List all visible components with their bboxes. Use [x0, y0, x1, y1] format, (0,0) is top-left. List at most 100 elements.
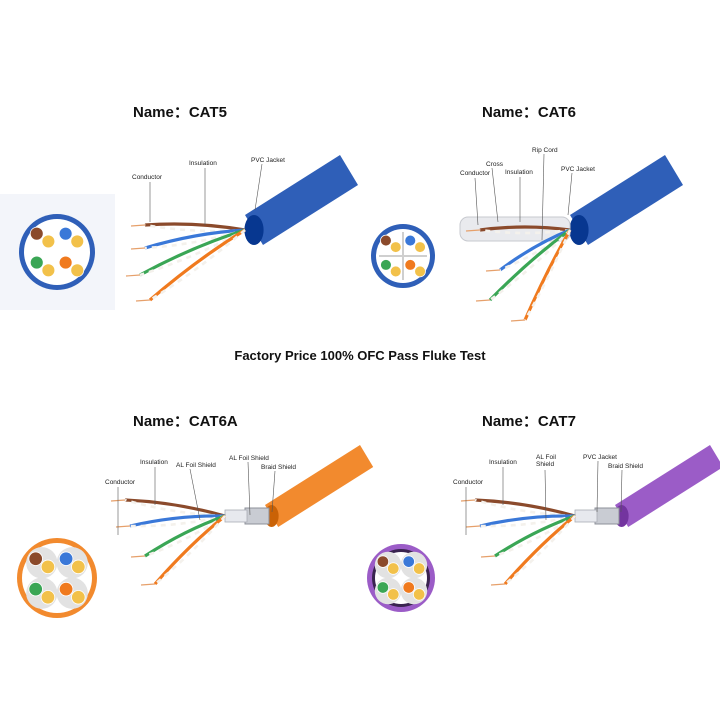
pair-wire	[387, 588, 400, 601]
pair-wire	[40, 590, 56, 605]
leader-line	[544, 469, 547, 521]
copper-conductor	[490, 583, 506, 586]
cat6-label-rip-cord: Rip Cord	[532, 147, 558, 154]
cat5-label-insulation: Insulation	[189, 160, 217, 167]
cat6a-label-conductor: Conductor	[105, 479, 135, 486]
pair-wire	[41, 263, 56, 278]
copper-conductor	[480, 555, 496, 558]
headline: Factory Price 100% OFC Pass Fluke Test	[234, 348, 486, 363]
pair-wire	[58, 255, 73, 270]
leader-line	[271, 470, 276, 513]
cat6-label-pvc-jacket: PVC Jacket	[561, 166, 595, 173]
twisted-pair	[144, 222, 246, 232]
twisted-pair-white	[479, 228, 571, 235]
copper-conductor	[130, 555, 146, 558]
pair-wire	[58, 581, 74, 597]
copper-conductor	[460, 499, 476, 502]
cat5-label-pvc-jacket: PVC Jacket	[251, 157, 285, 164]
cat5-title: Name：CAT5	[133, 104, 227, 121]
pair-wire	[402, 555, 415, 568]
leader-line	[247, 461, 251, 516]
twisted-pair	[503, 514, 576, 586]
pair-wire	[71, 590, 86, 605]
cat7-label-insulation: Insulation	[489, 459, 517, 466]
pair-wire	[29, 255, 44, 270]
twisted-pair	[148, 228, 246, 302]
leader-line	[189, 468, 201, 521]
copper-conductor	[485, 269, 501, 272]
cat6-label-cross: Cross	[486, 161, 503, 168]
leader-line	[541, 153, 545, 241]
foil-shield	[224, 509, 248, 523]
pair-wire	[71, 559, 86, 575]
copper-conductor	[135, 299, 151, 302]
pair-wire	[58, 551, 74, 566]
twisted-pair	[124, 498, 226, 518]
copper-conductor	[475, 299, 491, 302]
twisted-pair-white	[499, 228, 571, 272]
pair-wire	[28, 551, 43, 566]
cat6-label-insulation: Insulation	[505, 169, 533, 176]
pair-wire	[402, 581, 415, 594]
cable-jacket	[245, 155, 358, 245]
copper-conductor	[130, 224, 146, 227]
pair-wire	[40, 559, 56, 575]
braid-shield	[594, 507, 620, 525]
leader-line	[254, 163, 263, 211]
cat6a-label-al-foil-shield-1: AL Foil Shield	[176, 462, 216, 469]
copper-conductor	[130, 247, 146, 250]
twisted-pair-white	[523, 229, 572, 321]
cat6-title: Name：CAT6	[482, 104, 576, 121]
twisted-pair	[494, 514, 576, 558]
cat6a-label-braid-shield: Braid Shield	[261, 464, 297, 471]
twisted-pair	[488, 228, 571, 302]
pair-wire	[41, 234, 56, 249]
pair-wire	[404, 234, 417, 247]
twisted-pair-white	[149, 229, 246, 302]
cat6a-label-al-foil-shield-2: AL Foil Shield	[229, 455, 269, 462]
copper-conductor	[510, 319, 526, 322]
cable-jacket	[265, 445, 374, 527]
pair-wire	[389, 241, 402, 253]
pair-wire	[389, 265, 402, 278]
twisted-pair	[479, 225, 571, 232]
pair-wire	[380, 234, 392, 247]
cat7-title: Name：CAT7	[482, 413, 576, 430]
pair-wire	[414, 241, 426, 253]
twisted-pair	[474, 498, 576, 518]
cable-jacket	[570, 155, 683, 245]
pair-wire	[28, 581, 43, 597]
leader-line	[567, 172, 573, 216]
twisted-pair-white	[154, 515, 226, 586]
braid-shield	[244, 507, 270, 525]
twisted-pair-white	[494, 514, 576, 558]
cable-jacket	[615, 445, 720, 527]
copper-conductor	[115, 525, 131, 528]
copper-conductor	[125, 274, 141, 277]
pair-wire	[380, 259, 392, 271]
pair-wire	[58, 226, 73, 241]
twisted-pair	[153, 514, 226, 586]
cat6a-label-insulation: Insulation	[140, 459, 168, 466]
cat5-label-conductor: Conductor	[132, 174, 162, 181]
twisted-pair	[523, 229, 572, 321]
twisted-pair	[479, 514, 576, 528]
twisted-pair-white	[489, 229, 571, 302]
twisted-pair	[129, 514, 226, 528]
copper-conductor	[140, 583, 156, 586]
pair-wire	[70, 234, 85, 249]
cat7-label-braid-shield: Braid Shield	[608, 463, 644, 470]
pair-wire	[29, 226, 44, 241]
jacket-end	[569, 215, 589, 245]
pair-wire	[70, 263, 85, 278]
pair-wire	[404, 259, 417, 271]
copper-conductor	[465, 229, 481, 232]
leader-line	[620, 469, 623, 513]
leader-line	[596, 460, 599, 513]
cat6a-title: Name：CAT6A	[133, 413, 238, 430]
pair-wire	[376, 555, 390, 568]
copper-conductor	[465, 525, 481, 528]
foil-shield	[574, 509, 598, 523]
twisted-pair-white	[144, 514, 226, 558]
